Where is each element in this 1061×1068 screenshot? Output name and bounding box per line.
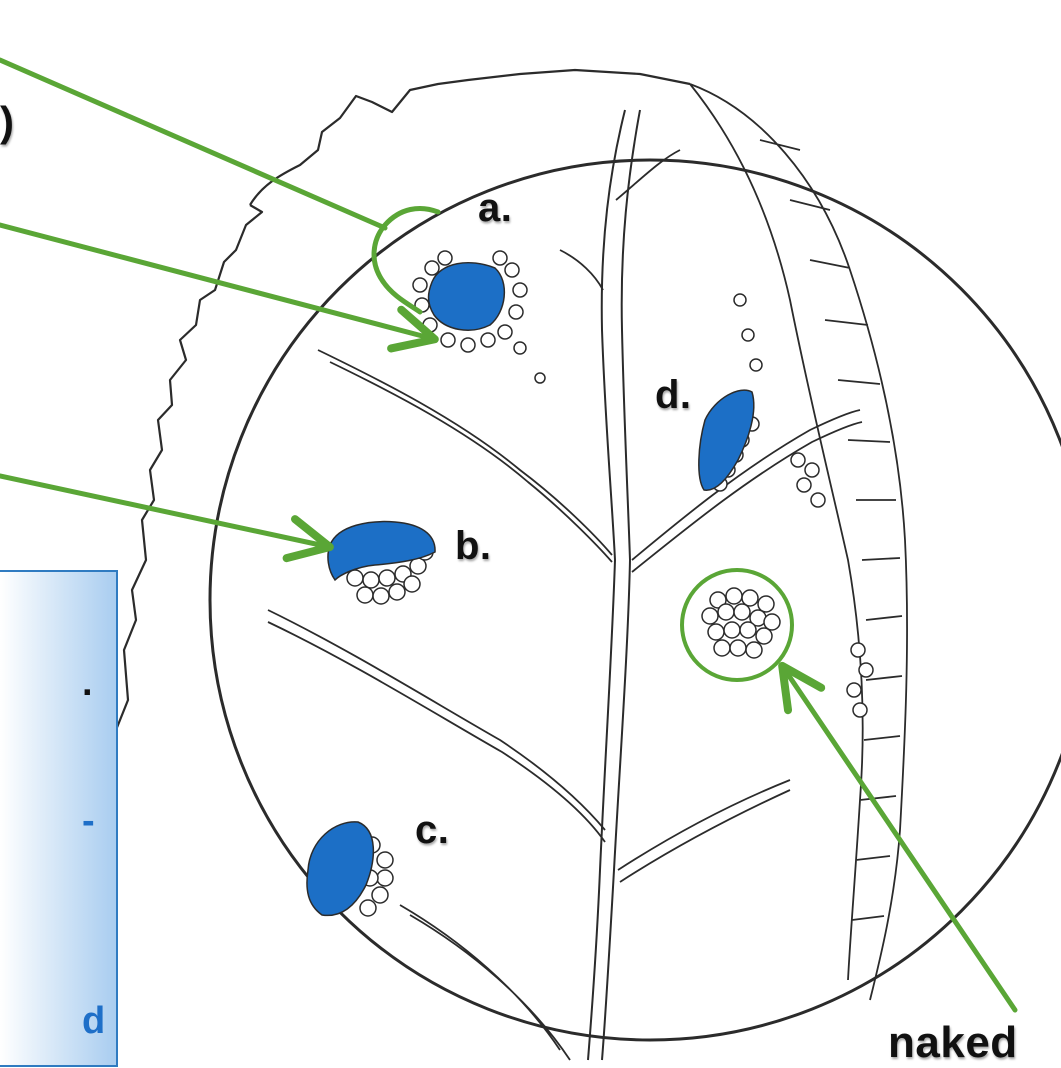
callout-line-1: . xyxy=(82,662,93,705)
label-paren: ) xyxy=(0,98,15,146)
callout-line-2: - xyxy=(82,800,95,843)
label-naked: naked xyxy=(888,1018,1018,1068)
callout-line-3: d xyxy=(82,1000,105,1043)
label-a: a. xyxy=(478,186,512,231)
callout-box: . - d xyxy=(0,570,118,1067)
arrow-to-bracket xyxy=(0,60,385,228)
label-c: c. xyxy=(415,808,449,853)
label-b: b. xyxy=(455,524,492,569)
label-d: d. xyxy=(655,373,692,418)
